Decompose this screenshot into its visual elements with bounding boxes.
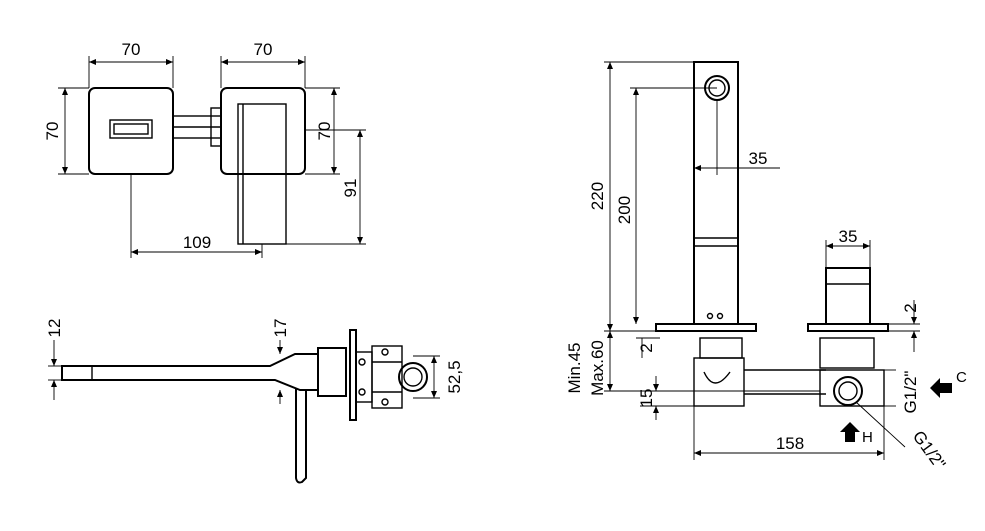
mixer-handle: [825, 267, 871, 325]
dim-width-right: 70: [254, 40, 273, 59]
front-section-view: 220 200 35 35 2 2 Min.45 Max.60: [565, 61, 967, 473]
inlet-circle-side: [398, 362, 428, 392]
dim-w35-mid: 35: [839, 227, 858, 246]
spout-side: [61, 353, 319, 391]
dim-depth-91: 91: [341, 179, 360, 198]
wall-plate-right: [807, 323, 889, 332]
dim-height-right: 70: [315, 122, 334, 141]
hot-arrow-icon: [840, 422, 860, 442]
dim-h17: 17: [271, 319, 290, 338]
dim-height-left: 70: [43, 122, 62, 141]
dim-t2-left: 2: [637, 343, 656, 352]
cold-arrow-icon: [930, 378, 952, 398]
dim-h200: 200: [615, 196, 634, 224]
dim-offset-109: 109: [183, 233, 211, 252]
wall-plate-side: [349, 329, 357, 421]
dim-width-left: 70: [122, 40, 141, 59]
thread-label-c: G1/2": [901, 371, 920, 414]
plan-view: 70 70 70 70 91 109: [43, 40, 366, 258]
label-c: C: [956, 369, 967, 386]
dim-h52-5: 52,5: [445, 360, 464, 393]
thread-label-h: G1/2": [909, 427, 950, 473]
wall-plate-left: [655, 323, 757, 332]
lever-side: [295, 388, 307, 484]
dim-h220: 220: [588, 182, 607, 210]
dim-h15: 15: [637, 389, 656, 408]
dim-max60: Max.60: [588, 340, 607, 396]
right-plate: [220, 87, 306, 175]
dim-min45: Min.45: [565, 342, 584, 393]
left-plate: [88, 87, 174, 175]
inlet-circle-front: [833, 376, 863, 406]
dim-w35-top: 35: [749, 149, 768, 168]
label-h: H: [862, 429, 873, 446]
dim-h12: 12: [45, 319, 64, 338]
left-handle-slot: [109, 119, 153, 139]
spout-front: [693, 61, 739, 325]
side-view: 12 17 52,5: [45, 319, 464, 484]
dim-w158: 158: [776, 434, 804, 453]
dim-t2-right: 2: [901, 303, 920, 312]
